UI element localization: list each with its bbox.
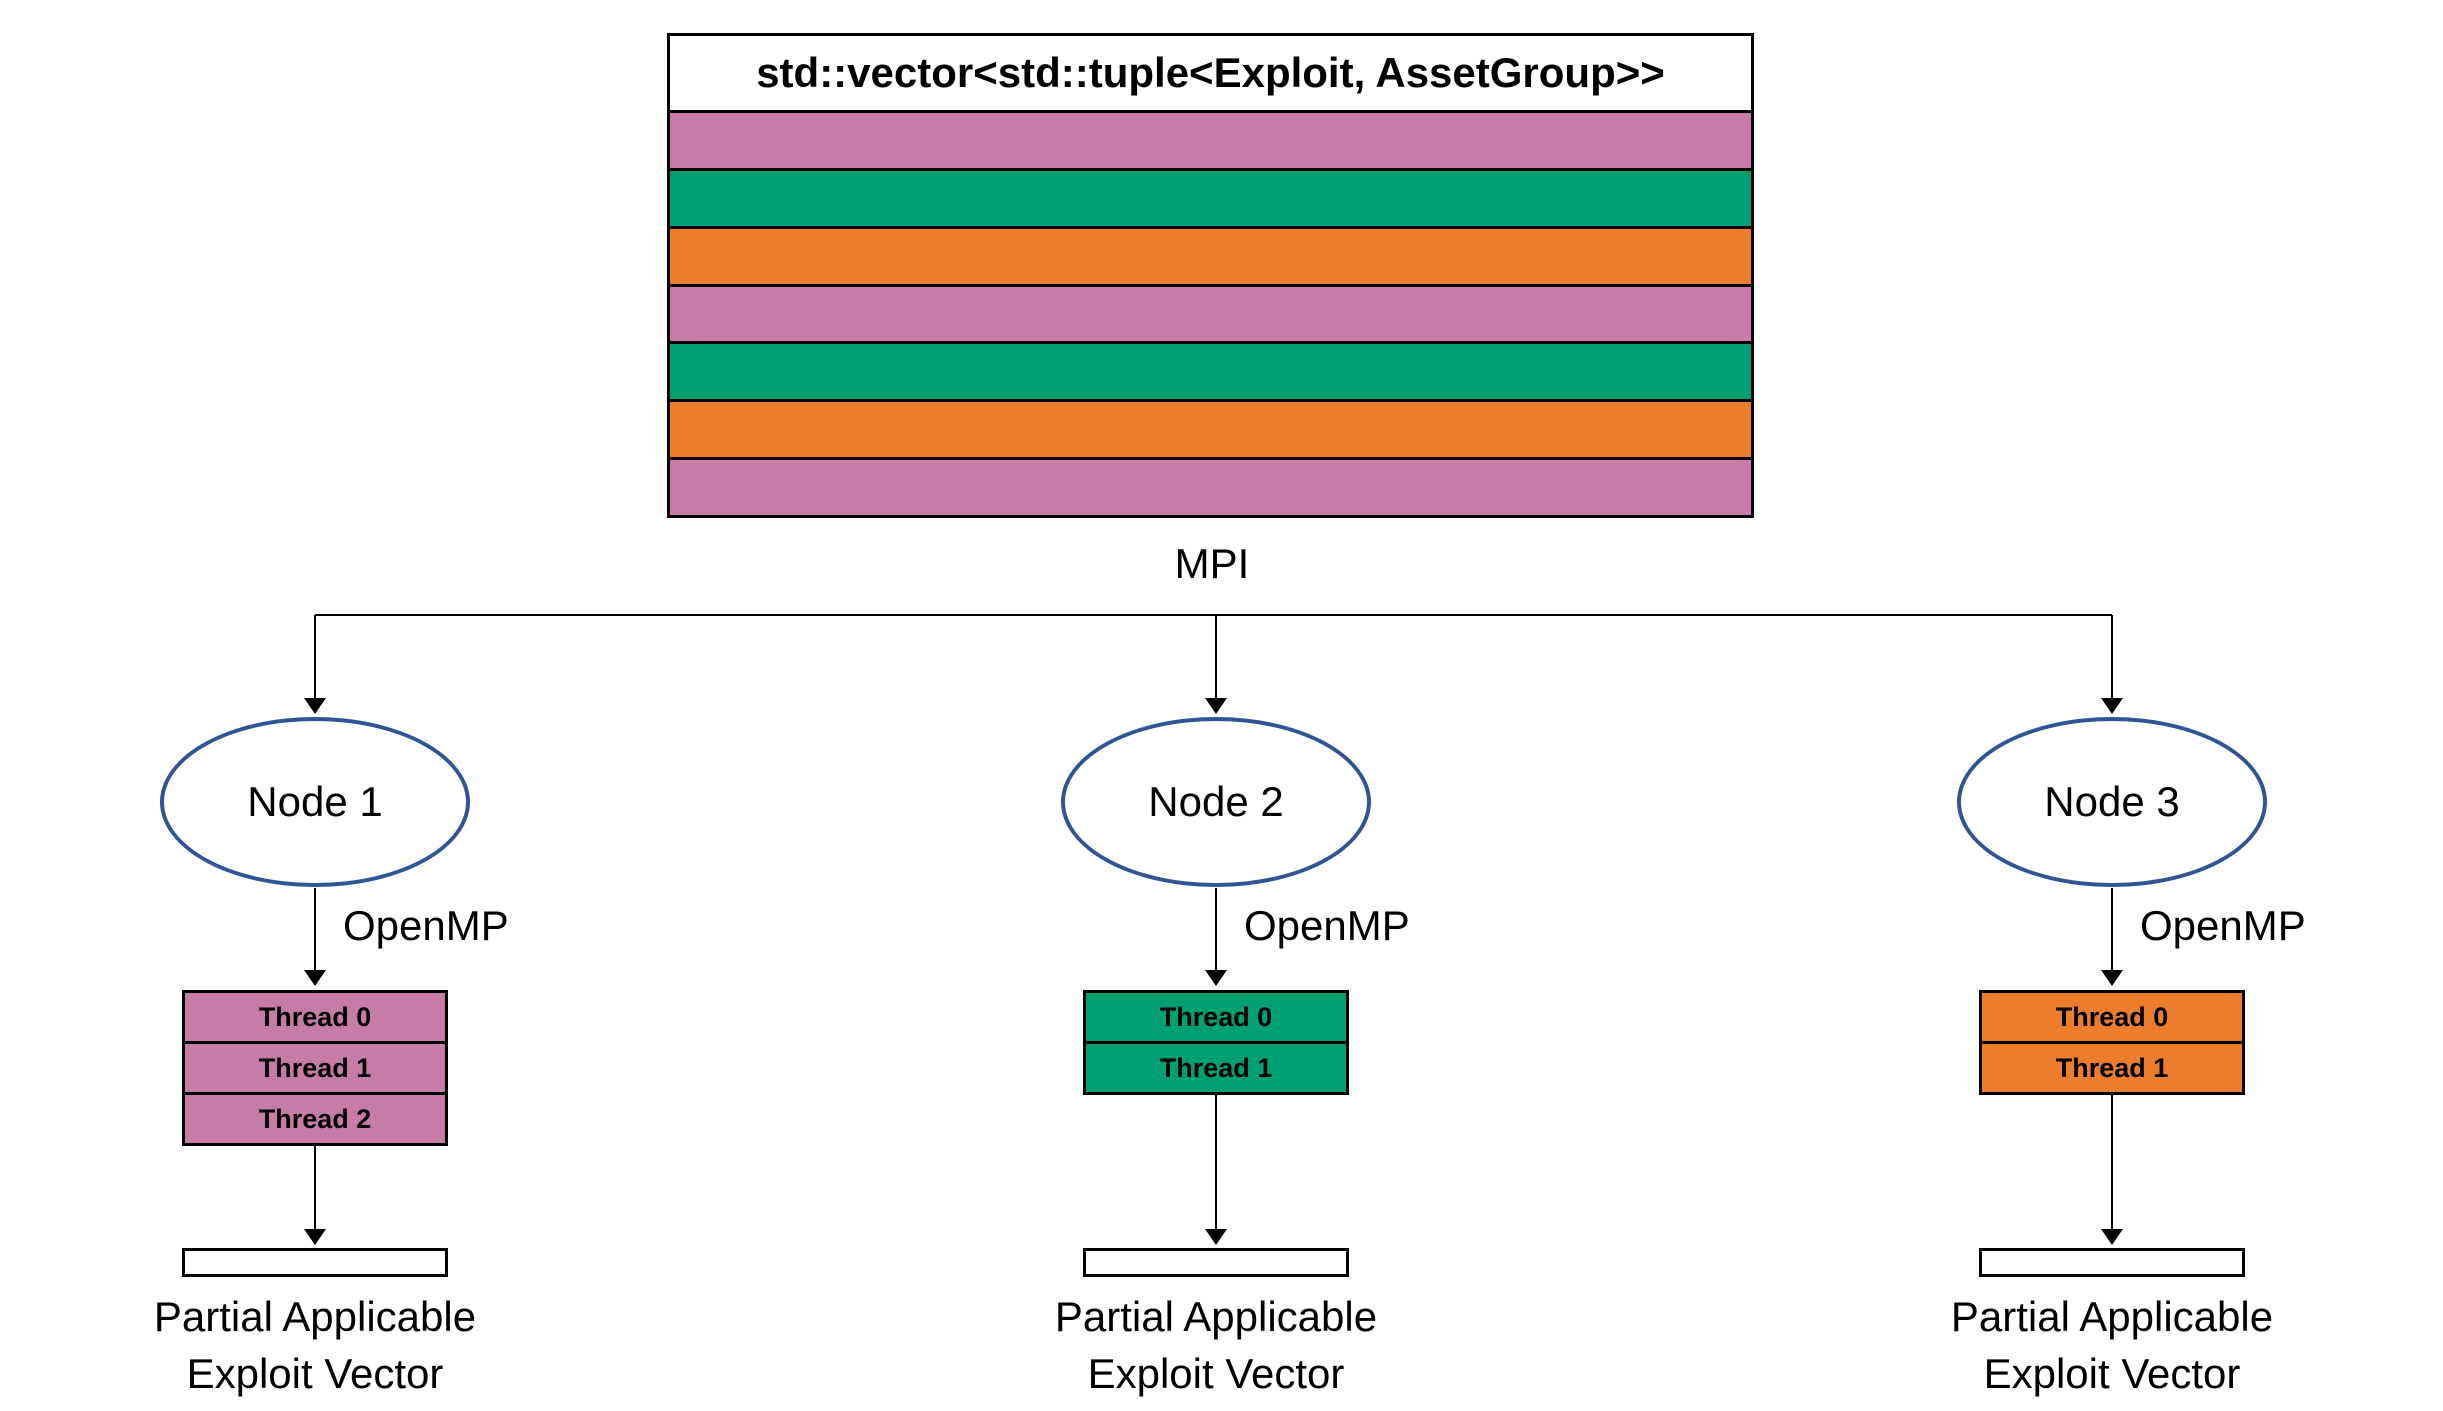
vector-stripes	[670, 110, 1751, 516]
node-1-label: Node 1	[247, 778, 383, 825]
partial-vector-rect-1	[182, 1248, 448, 1277]
node-2-ellipse: Node 2	[1061, 717, 1371, 887]
partial-vector-label-1: Partial Applicable Exploit Vector	[95, 1288, 535, 1402]
node-1-openmp-arrow-icon	[304, 970, 326, 986]
node-1-ellipse: Node 1	[160, 717, 470, 887]
openmp-label-2: OpenMP	[1244, 902, 1410, 949]
thread-row: Thread 1	[185, 1041, 445, 1092]
partial-vector-label-line: Partial Applicable	[1950, 1293, 2274, 1340]
stack-2-output-arrow-icon	[1205, 1229, 1227, 1245]
mpi-label: MPI	[1174, 540, 1250, 587]
branch-1-arrow-icon	[304, 698, 326, 714]
partial-vector-label-3: Partial Applicable Exploit Vector	[1892, 1288, 2332, 1402]
partial-vector-label-line: Partial Applicable	[1054, 1293, 1378, 1340]
thread-stack-1: Thread 0 Thread 1 Thread 2	[182, 990, 448, 1146]
thread-row: Thread 1	[1982, 1041, 2242, 1092]
thread-row: Thread 1	[1086, 1041, 1346, 1092]
node-2-openmp-arrow-icon	[1205, 970, 1227, 986]
partial-vector-label-line: Exploit Vector	[186, 1350, 444, 1397]
thread-stack-2: Thread 0 Thread 1	[1083, 990, 1349, 1095]
node-3-label: Node 3	[2044, 778, 2180, 825]
partial-vector-label-line: Exploit Vector	[1983, 1350, 2241, 1397]
vector-stripe	[670, 167, 1751, 226]
vector-box-title: std::vector<std::tuple<Exploit, AssetGro…	[756, 49, 1665, 96]
vector-stripe	[670, 457, 1751, 516]
stack-3-output-arrow-icon	[2101, 1229, 2123, 1245]
node-2-label: Node 2	[1148, 778, 1284, 825]
thread-stack-3: Thread 0 Thread 1	[1979, 990, 2245, 1095]
tuple-vector-box: std::vector<std::tuple<Exploit, AssetGro…	[667, 33, 1754, 518]
thread-row: Thread 0	[1982, 993, 2242, 1041]
stack-1-output-arrow-icon	[304, 1229, 326, 1245]
thread-row: Thread 0	[1086, 993, 1346, 1041]
thread-row: Thread 2	[185, 1092, 445, 1143]
vector-stripe	[670, 283, 1751, 342]
partial-vector-rect-2	[1083, 1248, 1349, 1277]
openmp-label-3: OpenMP	[2140, 902, 2306, 949]
branch-2-arrow-icon	[1205, 698, 1227, 714]
node-3-ellipse: Node 3	[1957, 717, 2267, 887]
vector-stripe	[670, 399, 1751, 458]
vector-stripe	[670, 225, 1751, 284]
partial-vector-label-line: Exploit Vector	[1087, 1350, 1345, 1397]
partial-vector-rect-3	[1979, 1248, 2245, 1277]
openmp-label-1: OpenMP	[343, 902, 509, 949]
partial-vector-label-2: Partial Applicable Exploit Vector	[996, 1288, 1436, 1402]
node-3-openmp-arrow-icon	[2101, 970, 2123, 986]
vector-stripe	[670, 110, 1751, 168]
vector-stripe	[670, 341, 1751, 400]
branch-3-arrow-icon	[2101, 698, 2123, 714]
thread-row: Thread 0	[185, 993, 445, 1041]
partial-vector-label-line: Partial Applicable	[153, 1293, 477, 1340]
